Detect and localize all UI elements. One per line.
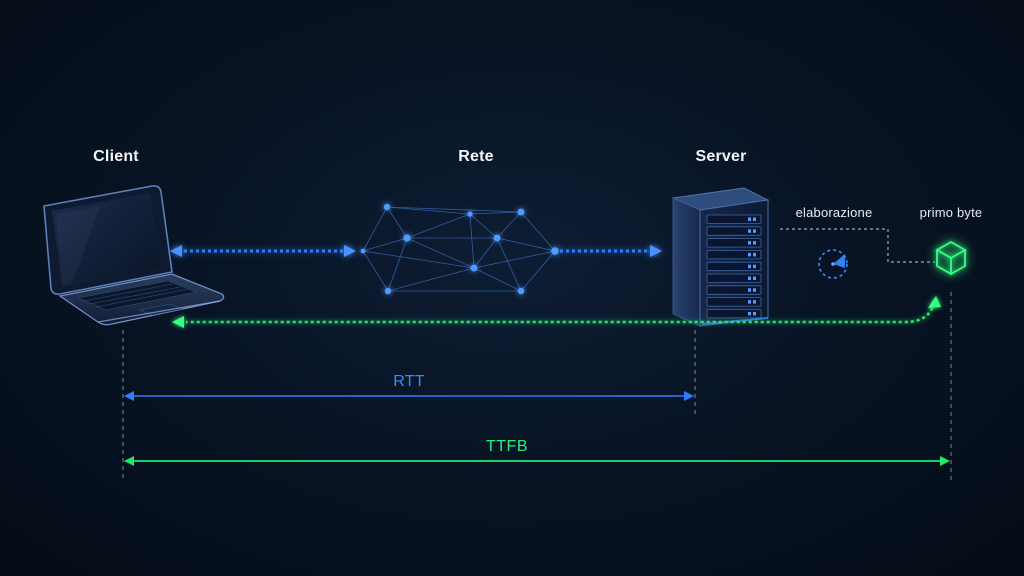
server-rack-icon bbox=[671, 187, 770, 327]
rtt-span bbox=[124, 391, 694, 401]
server-slot bbox=[706, 273, 762, 283]
server-led bbox=[753, 300, 756, 304]
ttfb-span bbox=[124, 456, 950, 466]
cube-icon bbox=[925, 232, 977, 284]
response-arrow bbox=[172, 296, 941, 328]
server-led bbox=[753, 252, 756, 257]
server-led bbox=[748, 276, 751, 280]
server-slot bbox=[706, 261, 762, 272]
server-led bbox=[753, 276, 756, 280]
first-byte-label: primo byte bbox=[919, 205, 983, 220]
server-led bbox=[748, 311, 751, 316]
server-slot bbox=[706, 214, 762, 224]
ttfb-label: TTFB bbox=[486, 438, 528, 455]
clock-timer-icon bbox=[818, 249, 848, 279]
server-led bbox=[748, 300, 751, 304]
server-led bbox=[748, 252, 751, 257]
server-led bbox=[748, 264, 751, 269]
rtt-label: RTT bbox=[393, 373, 425, 390]
server-led bbox=[753, 229, 756, 233]
server-led bbox=[748, 288, 751, 292]
network-mesh-icon bbox=[360, 203, 559, 295]
server-slot bbox=[706, 308, 762, 319]
server-led bbox=[753, 217, 756, 221]
network-label: Rete bbox=[458, 148, 494, 165]
server-led bbox=[748, 229, 751, 233]
server-led bbox=[753, 311, 756, 316]
server-led bbox=[753, 264, 756, 269]
server-label: Server bbox=[695, 148, 747, 165]
server-led bbox=[748, 217, 751, 221]
reference-lines bbox=[122, 292, 952, 482]
server-slot bbox=[706, 249, 762, 260]
request-arrow bbox=[170, 245, 662, 257]
laptop-icon bbox=[43, 185, 225, 326]
server-led bbox=[748, 241, 751, 245]
processing-connector bbox=[780, 228, 935, 263]
server-slot bbox=[706, 285, 762, 295]
server-slot bbox=[706, 226, 762, 236]
server-led bbox=[753, 288, 756, 292]
server-slot bbox=[706, 297, 762, 307]
server-led bbox=[753, 241, 756, 245]
processing-label: elaborazione bbox=[795, 205, 873, 220]
server-slot bbox=[706, 238, 762, 248]
client-label: Client bbox=[93, 148, 139, 165]
